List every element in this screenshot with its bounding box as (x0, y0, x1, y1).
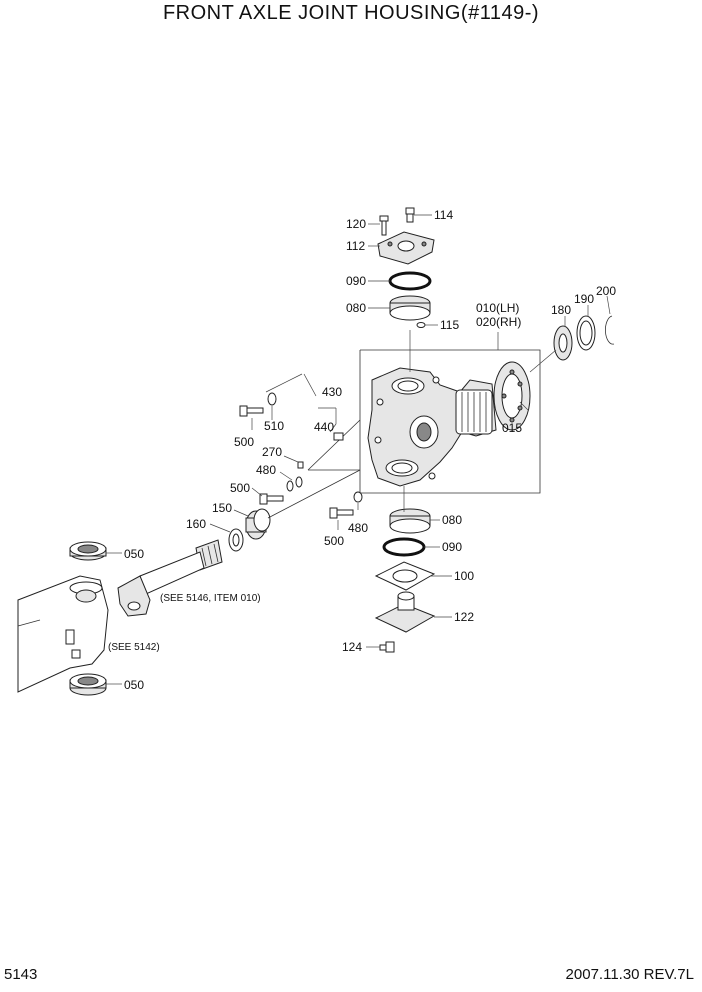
washer-190-icon[interactable] (576, 315, 596, 351)
bolt-124-icon[interactable] (379, 641, 395, 653)
axle-shaft-icon[interactable] (117, 539, 223, 617)
callout-010: 010(LH) (476, 301, 519, 315)
callout-510: 510 (264, 419, 284, 433)
page-title: FRONT AXLE JOINT HOUSING(#1149-) (162, 2, 540, 24)
bushing-080-top-icon[interactable] (389, 295, 431, 321)
callout-500-lower: 500 (324, 534, 344, 548)
callout-050-top: 050 (124, 547, 144, 561)
plug-115-icon[interactable] (416, 322, 426, 328)
callout-150: 150 (212, 501, 232, 515)
housing-assembly-frame (307, 332, 541, 494)
callout-122: 122 (454, 610, 474, 624)
reference-note-5142: (SEE 5142) (108, 642, 160, 653)
callout-114: 114 (434, 208, 453, 222)
bushing-150-icon[interactable] (245, 508, 271, 540)
bolt-120-icon[interactable] (379, 215, 389, 236)
callout-190: 190 (574, 292, 594, 306)
bushing-080-bottom-icon[interactable] (389, 508, 431, 534)
callout-080-bottom: 080 (442, 513, 462, 527)
callout-124: 124 (342, 640, 362, 654)
callout-180: 180 (551, 303, 571, 317)
seal-160-icon[interactable] (228, 528, 244, 552)
callout-500-upper: 500 (234, 435, 254, 449)
callout-090-top: 090 (346, 274, 366, 288)
reference-note-5146: (SEE 5146, ITEM 010) (160, 593, 261, 604)
callout-115: 115 (440, 318, 459, 332)
bolt-500-upper-icon[interactable] (239, 405, 264, 417)
flange-015-icon[interactable] (493, 361, 531, 431)
bearing-050-bottom-icon[interactable] (69, 673, 107, 696)
callout-500-middle: 500 (230, 481, 250, 495)
callout-050-bottom: 050 (124, 678, 144, 692)
cover-plate-112-icon[interactable] (377, 231, 435, 265)
callout-440: 440 (314, 420, 334, 434)
joint-housing-icon[interactable] (367, 367, 497, 487)
callout-160: 160 (186, 517, 206, 531)
fitting-114-icon[interactable] (405, 207, 415, 223)
washer-480-right-icon[interactable] (353, 491, 363, 503)
callout-090-bottom: 090 (442, 540, 462, 554)
o-ring-090-bottom-icon[interactable] (382, 537, 426, 557)
page-number: 5143 (4, 966, 38, 983)
revision-date: 2007.11.30 REV.7L (565, 966, 694, 983)
callout-020: 020(RH) (476, 315, 521, 329)
washer-480-left-icon[interactable] (286, 476, 303, 492)
callout-480-left: 480 (256, 463, 276, 477)
callout-112: 112 (346, 239, 365, 253)
seal-ring-180-icon[interactable] (553, 325, 573, 361)
callout-120: 120 (346, 217, 366, 231)
callout-015: 015 (502, 421, 522, 435)
washer-510-icon[interactable] (267, 392, 277, 406)
o-ring-090-top-icon[interactable] (388, 271, 432, 291)
plug-270-icon[interactable] (297, 461, 304, 469)
callout-480-right: 480 (348, 521, 368, 535)
callout-200: 200 (596, 284, 616, 298)
callout-100: 100 (454, 569, 474, 583)
callout-080-top: 080 (346, 301, 366, 315)
cover-plate-122-icon[interactable] (374, 591, 436, 633)
bearing-050-top-icon[interactable] (69, 541, 107, 561)
bolt-500-middle-icon[interactable] (259, 493, 284, 505)
shim-100-icon[interactable] (374, 561, 436, 591)
axle-case-icon[interactable] (17, 575, 109, 693)
pin-440-icon[interactable] (333, 432, 344, 441)
snap-ring-200-icon[interactable] (604, 315, 615, 345)
callout-430: 430 (322, 385, 342, 399)
callout-270: 270 (262, 445, 282, 459)
bolt-500-lower-icon[interactable] (329, 507, 354, 519)
